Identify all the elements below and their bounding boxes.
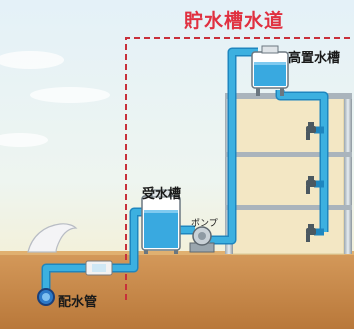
water-main-label: 配水管: [58, 295, 98, 310]
boundary-dashed-line: [125, 37, 350, 300]
receiving-tank-label: 受水槽: [142, 187, 182, 202]
building: [225, 93, 352, 255]
pump-label: ポンプ: [191, 219, 218, 229]
faucet-icon: [306, 122, 316, 140]
faucet-icon: [306, 176, 316, 194]
cloud-shapes: [0, 51, 110, 147]
water-splash-decoration: [27, 223, 78, 253]
elevated-tank-label: 高置水槽: [288, 51, 341, 66]
water-meter: [85, 260, 113, 276]
elevated-tank: [251, 45, 289, 96]
diagram-title: 貯水槽水道: [184, 10, 285, 32]
faucet-icon: [306, 224, 316, 242]
receiving-tank: [141, 189, 181, 254]
water-main-pipe-end: [37, 288, 55, 306]
pump: [189, 226, 215, 253]
